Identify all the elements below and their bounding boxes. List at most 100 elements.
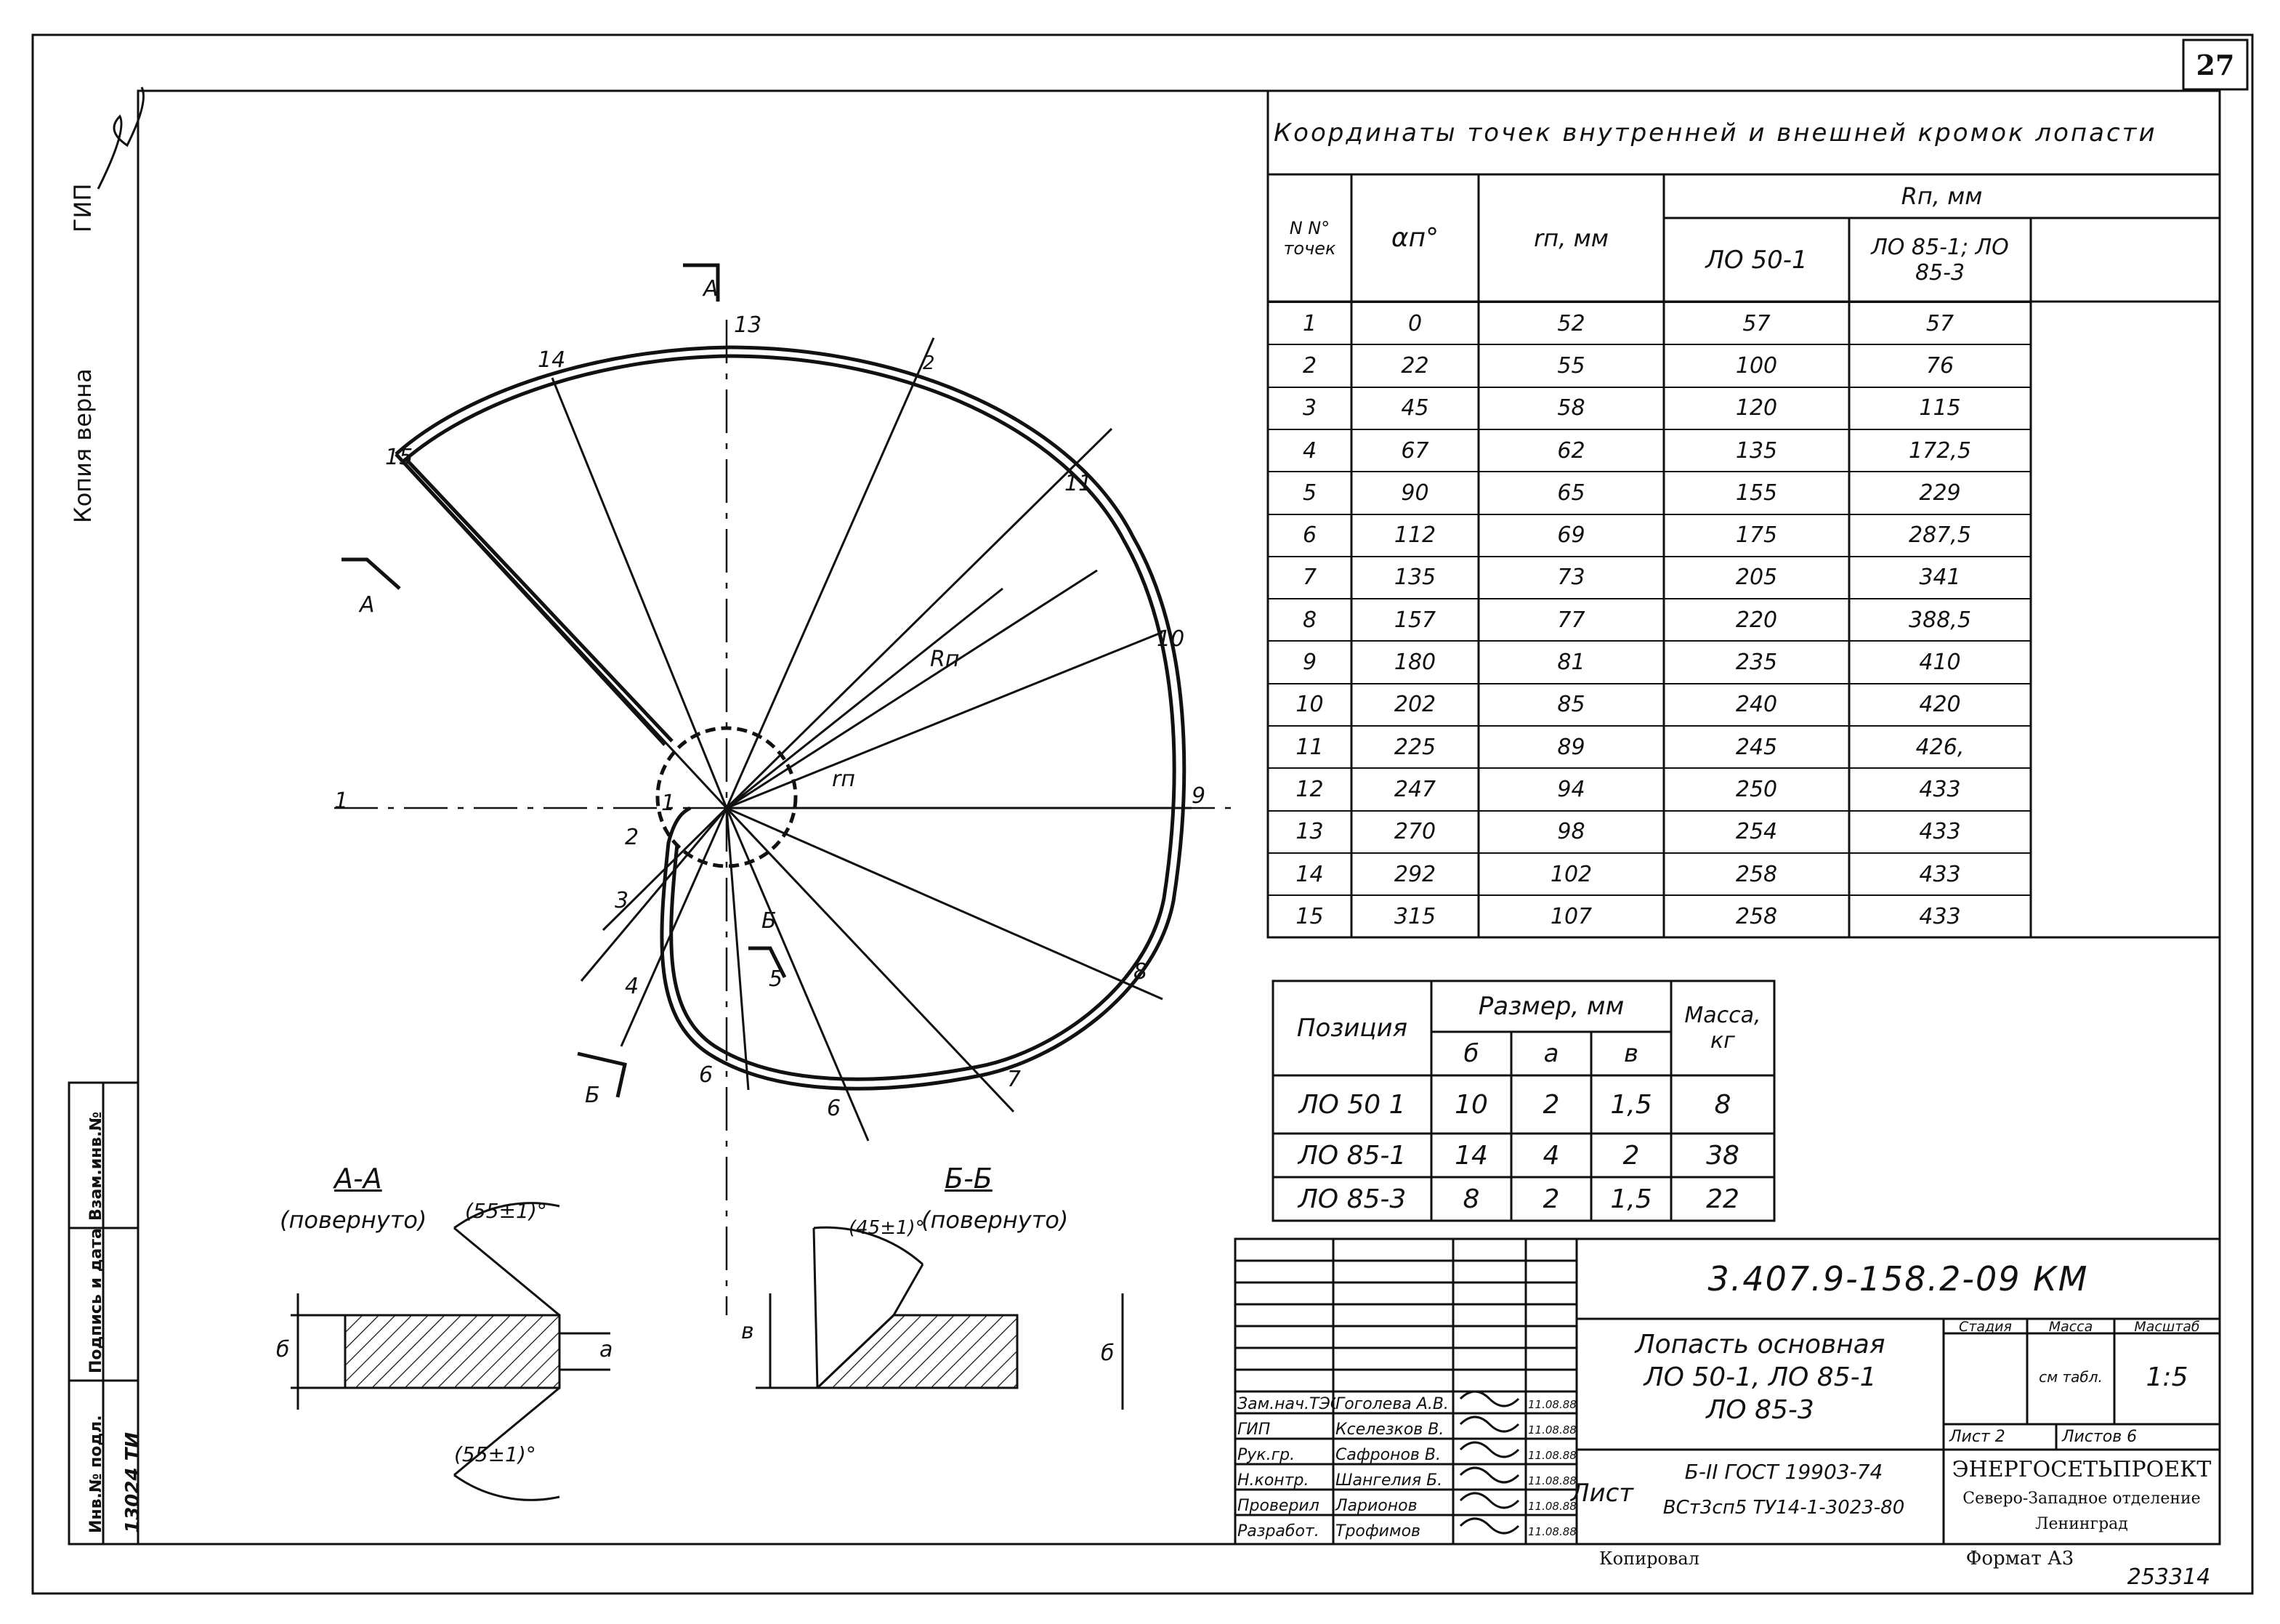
coords-cell: 292 — [1351, 852, 1479, 894]
inv-label: Инв.№ подл. — [87, 1415, 105, 1533]
point-label: 6 — [699, 1062, 713, 1088]
section-a-title: А-А — [334, 1163, 382, 1195]
size-header-mass: Масса, кг — [1684, 1003, 1761, 1054]
staff-cell: Н.контр. — [1237, 1471, 1309, 1490]
staff-cell: Шангелия Б. — [1335, 1471, 1443, 1490]
coords-cell: 388,5 — [1849, 598, 2031, 640]
coords-cell: 112 — [1351, 513, 1479, 556]
title-block-grid — [1234, 1237, 2221, 1546]
coords-cell: 4 — [1268, 428, 1351, 471]
drawing-name-line2: ЛО 50-1, ЛО 85-1 — [1644, 1362, 1877, 1392]
coords-cell: 2 — [1268, 344, 1351, 386]
coords-cell: 245 — [1664, 725, 1849, 767]
section-b-title: Б-Б — [945, 1163, 993, 1195]
staff-cell: Трофимов — [1335, 1522, 1420, 1540]
sheet-label: Лист 2 — [1949, 1428, 2005, 1446]
coords-cell: 57 — [1849, 302, 2031, 344]
staff-cell: Гоголева А.В. — [1335, 1395, 1449, 1413]
size-cell: 8 — [1714, 1089, 1731, 1120]
corner-stamp: 253314 — [2127, 1564, 2211, 1590]
coords-cell: 433 — [1849, 767, 2031, 809]
coords-cell: 65 — [1479, 471, 1664, 513]
coords-cell: 55 — [1479, 344, 1664, 386]
size-cell: 4 — [1543, 1140, 1560, 1171]
coords-cell: 135 — [1664, 428, 1849, 471]
col-header-lo85: ЛО 85-1; ЛО 85-3 — [1871, 234, 2009, 286]
hub-circle — [655, 726, 798, 868]
coords-cell: 135 — [1351, 555, 1479, 598]
coords-cell: 205 — [1664, 555, 1849, 598]
coords-cell: 225 — [1351, 725, 1479, 767]
point-label: 1 — [661, 791, 676, 816]
coords-cell: 250 — [1664, 767, 1849, 809]
size-cell: 2 — [1622, 1140, 1640, 1171]
coords-cell: 90 — [1351, 471, 1479, 513]
size-cell: ЛО 50 1 — [1298, 1089, 1406, 1120]
staff-cell: Проверил — [1237, 1497, 1319, 1515]
section-b-drawing — [756, 1226, 1124, 1410]
col-header-num: N N° точек — [1283, 217, 1336, 259]
section-a-subtitle: (повернуто) — [280, 1206, 427, 1234]
coords-cell: 73 — [1479, 555, 1664, 598]
scale-label: Масштаб — [2134, 1319, 2200, 1335]
coords-table-title: Координаты точек внутренней и внешней кр… — [1274, 118, 2157, 148]
coords-cell: 120 — [1664, 386, 1849, 429]
material-word: Лист — [1570, 1479, 1634, 1508]
size-header-size: Размер, мм — [1478, 992, 1625, 1021]
staff-cell: Разработ. — [1237, 1522, 1319, 1540]
staff-cell: Сафронов В. — [1335, 1446, 1441, 1464]
sheet-number-box — [2182, 39, 2249, 91]
coords-cell: 420 — [1849, 682, 2031, 725]
coords-cell: 45 — [1351, 386, 1479, 429]
inv-value: 13024 ТИ — [122, 1431, 144, 1533]
staff-cell: Ларионов — [1335, 1497, 1418, 1515]
sheets-label: Листов 6 — [2062, 1428, 2138, 1446]
coords-cell: 76 — [1849, 344, 2031, 386]
point-label: 5 — [769, 966, 783, 992]
coords-cell: 433 — [1849, 809, 2031, 852]
section-b-letter: Б — [761, 908, 777, 934]
point-label: 7 — [1007, 1067, 1022, 1092]
section-b-subtitle: (повернуто) — [921, 1206, 1069, 1234]
section-a-dim-right: а — [599, 1337, 613, 1362]
staff-cell: Кселезков В. — [1335, 1421, 1444, 1439]
point-label: 2 — [625, 825, 639, 850]
col-header-alpha: αп° — [1391, 223, 1439, 253]
coords-cell: 62 — [1479, 428, 1664, 471]
coords-cell: 107 — [1479, 894, 1664, 937]
rn-label: Rп — [930, 647, 960, 672]
replace-label: Взам.инв.№ — [87, 1111, 105, 1221]
coords-cell: 155 — [1664, 471, 1849, 513]
section-a-drawing — [291, 1202, 610, 1501]
coords-cell: 426, — [1849, 725, 2031, 767]
coords-cell: 14 — [1268, 852, 1351, 894]
size-header-b: в — [1623, 1039, 1639, 1068]
mass-value: см табл. — [2039, 1368, 2103, 1386]
section-b-mark-bottom — [577, 1051, 627, 1098]
drawing-code: 3.407.9-158.2-09 КМ — [1707, 1259, 2089, 1298]
org-name: ЭНЕРГОСЕТЬПРОЕКТ — [1952, 1457, 2212, 1482]
coords-cell: 85 — [1479, 682, 1664, 725]
section-b-mark-top — [748, 946, 787, 979]
staff-cell: 11.08.88 — [1528, 1448, 1577, 1462]
coords-cell: 1 — [1268, 302, 1351, 344]
margin-signature — [97, 86, 145, 190]
coords-cell: 100 — [1664, 344, 1849, 386]
coords-cell: 89 — [1479, 725, 1664, 767]
size-cell: 1,5 — [1610, 1184, 1652, 1214]
coords-cell: 6 — [1268, 513, 1351, 556]
coords-cell: 9 — [1268, 640, 1351, 682]
coords-cell: 98 — [1479, 809, 1664, 852]
copied-label: Копировал — [1599, 1548, 1699, 1569]
point-label: 13 — [734, 312, 762, 338]
staff-cell: Зам.нач.ТЭС — [1237, 1395, 1335, 1413]
stage-label: Стадия — [1959, 1319, 2012, 1335]
material-line2: ВСт3сп5 ТУ14-1-3023-80 — [1662, 1497, 1905, 1519]
staff-cell: 11.08.88 — [1528, 1524, 1577, 1538]
outer-frame — [31, 33, 2254, 1595]
section-a-letter: А — [360, 592, 375, 618]
size-table-grid — [1272, 979, 1776, 1222]
size-header-pos: Позиция — [1296, 1014, 1408, 1043]
point-label: 4 — [625, 974, 639, 999]
